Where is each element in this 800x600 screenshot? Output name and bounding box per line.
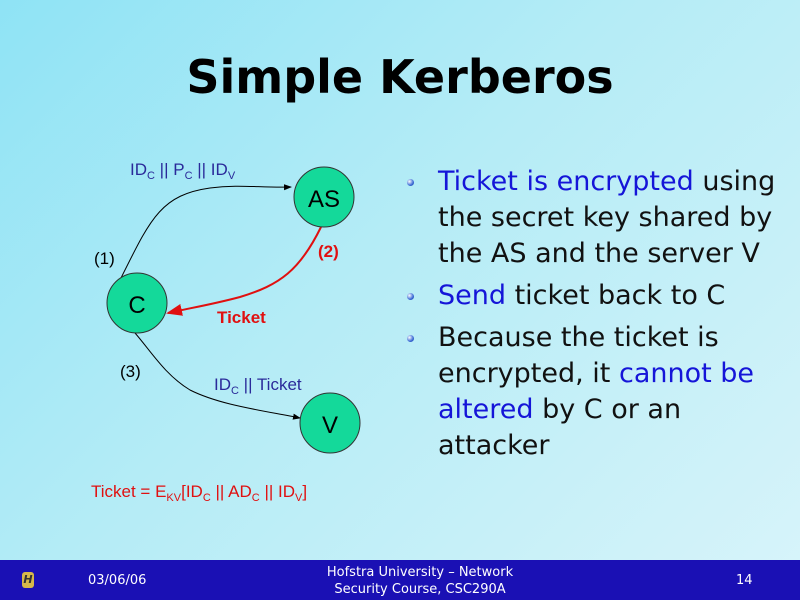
bullet-item: Because the ticket is encrypted, it cann… (405, 320, 785, 464)
bullet-item: Send ticket back to C (405, 278, 785, 314)
ticket-formula: Ticket = EKV[IDC || ADC || IDV] (91, 482, 307, 504)
footer-course-line1: Hofstra University – Network (326, 565, 514, 580)
message-1: IDC || PC || IDV (130, 160, 236, 182)
bullet-icon (407, 293, 414, 300)
bullet-item: Ticket is encrypted using the secret key… (405, 164, 785, 272)
page-number: 14 (736, 573, 753, 588)
kerberos-diagram: AS C V (1) (2) (3) Ticket IDC || PC || I… (91, 160, 361, 504)
bullet-list: Ticket is encrypted using the secret key… (405, 164, 785, 470)
footer-course-line2: Security Course, CSC290A (334, 582, 506, 597)
node-v-label: V (322, 412, 338, 439)
node-c-label: C (128, 292, 145, 319)
node-as-label: AS (308, 186, 340, 213)
footer-date: 03/06/06 (88, 573, 147, 588)
step-2-label: (2) (318, 242, 339, 261)
node-c: C (106, 272, 168, 334)
slide-title: Simple Kerberos (186, 50, 614, 104)
bullet-icon (407, 179, 414, 186)
arrow-as-to-c (166, 226, 322, 316)
step-1-label: (1) (94, 249, 115, 268)
message-3: IDC || Ticket (214, 375, 302, 397)
node-as: AS (293, 166, 355, 228)
hofstra-logo-icon: H (22, 572, 34, 588)
step-3-label: (3) (120, 362, 141, 381)
node-v: V (299, 392, 361, 454)
bullet-icon (407, 335, 414, 342)
arrow-c-to-as (119, 184, 292, 281)
ticket-label: Ticket (217, 308, 266, 327)
arrow-c-to-v (134, 332, 301, 420)
